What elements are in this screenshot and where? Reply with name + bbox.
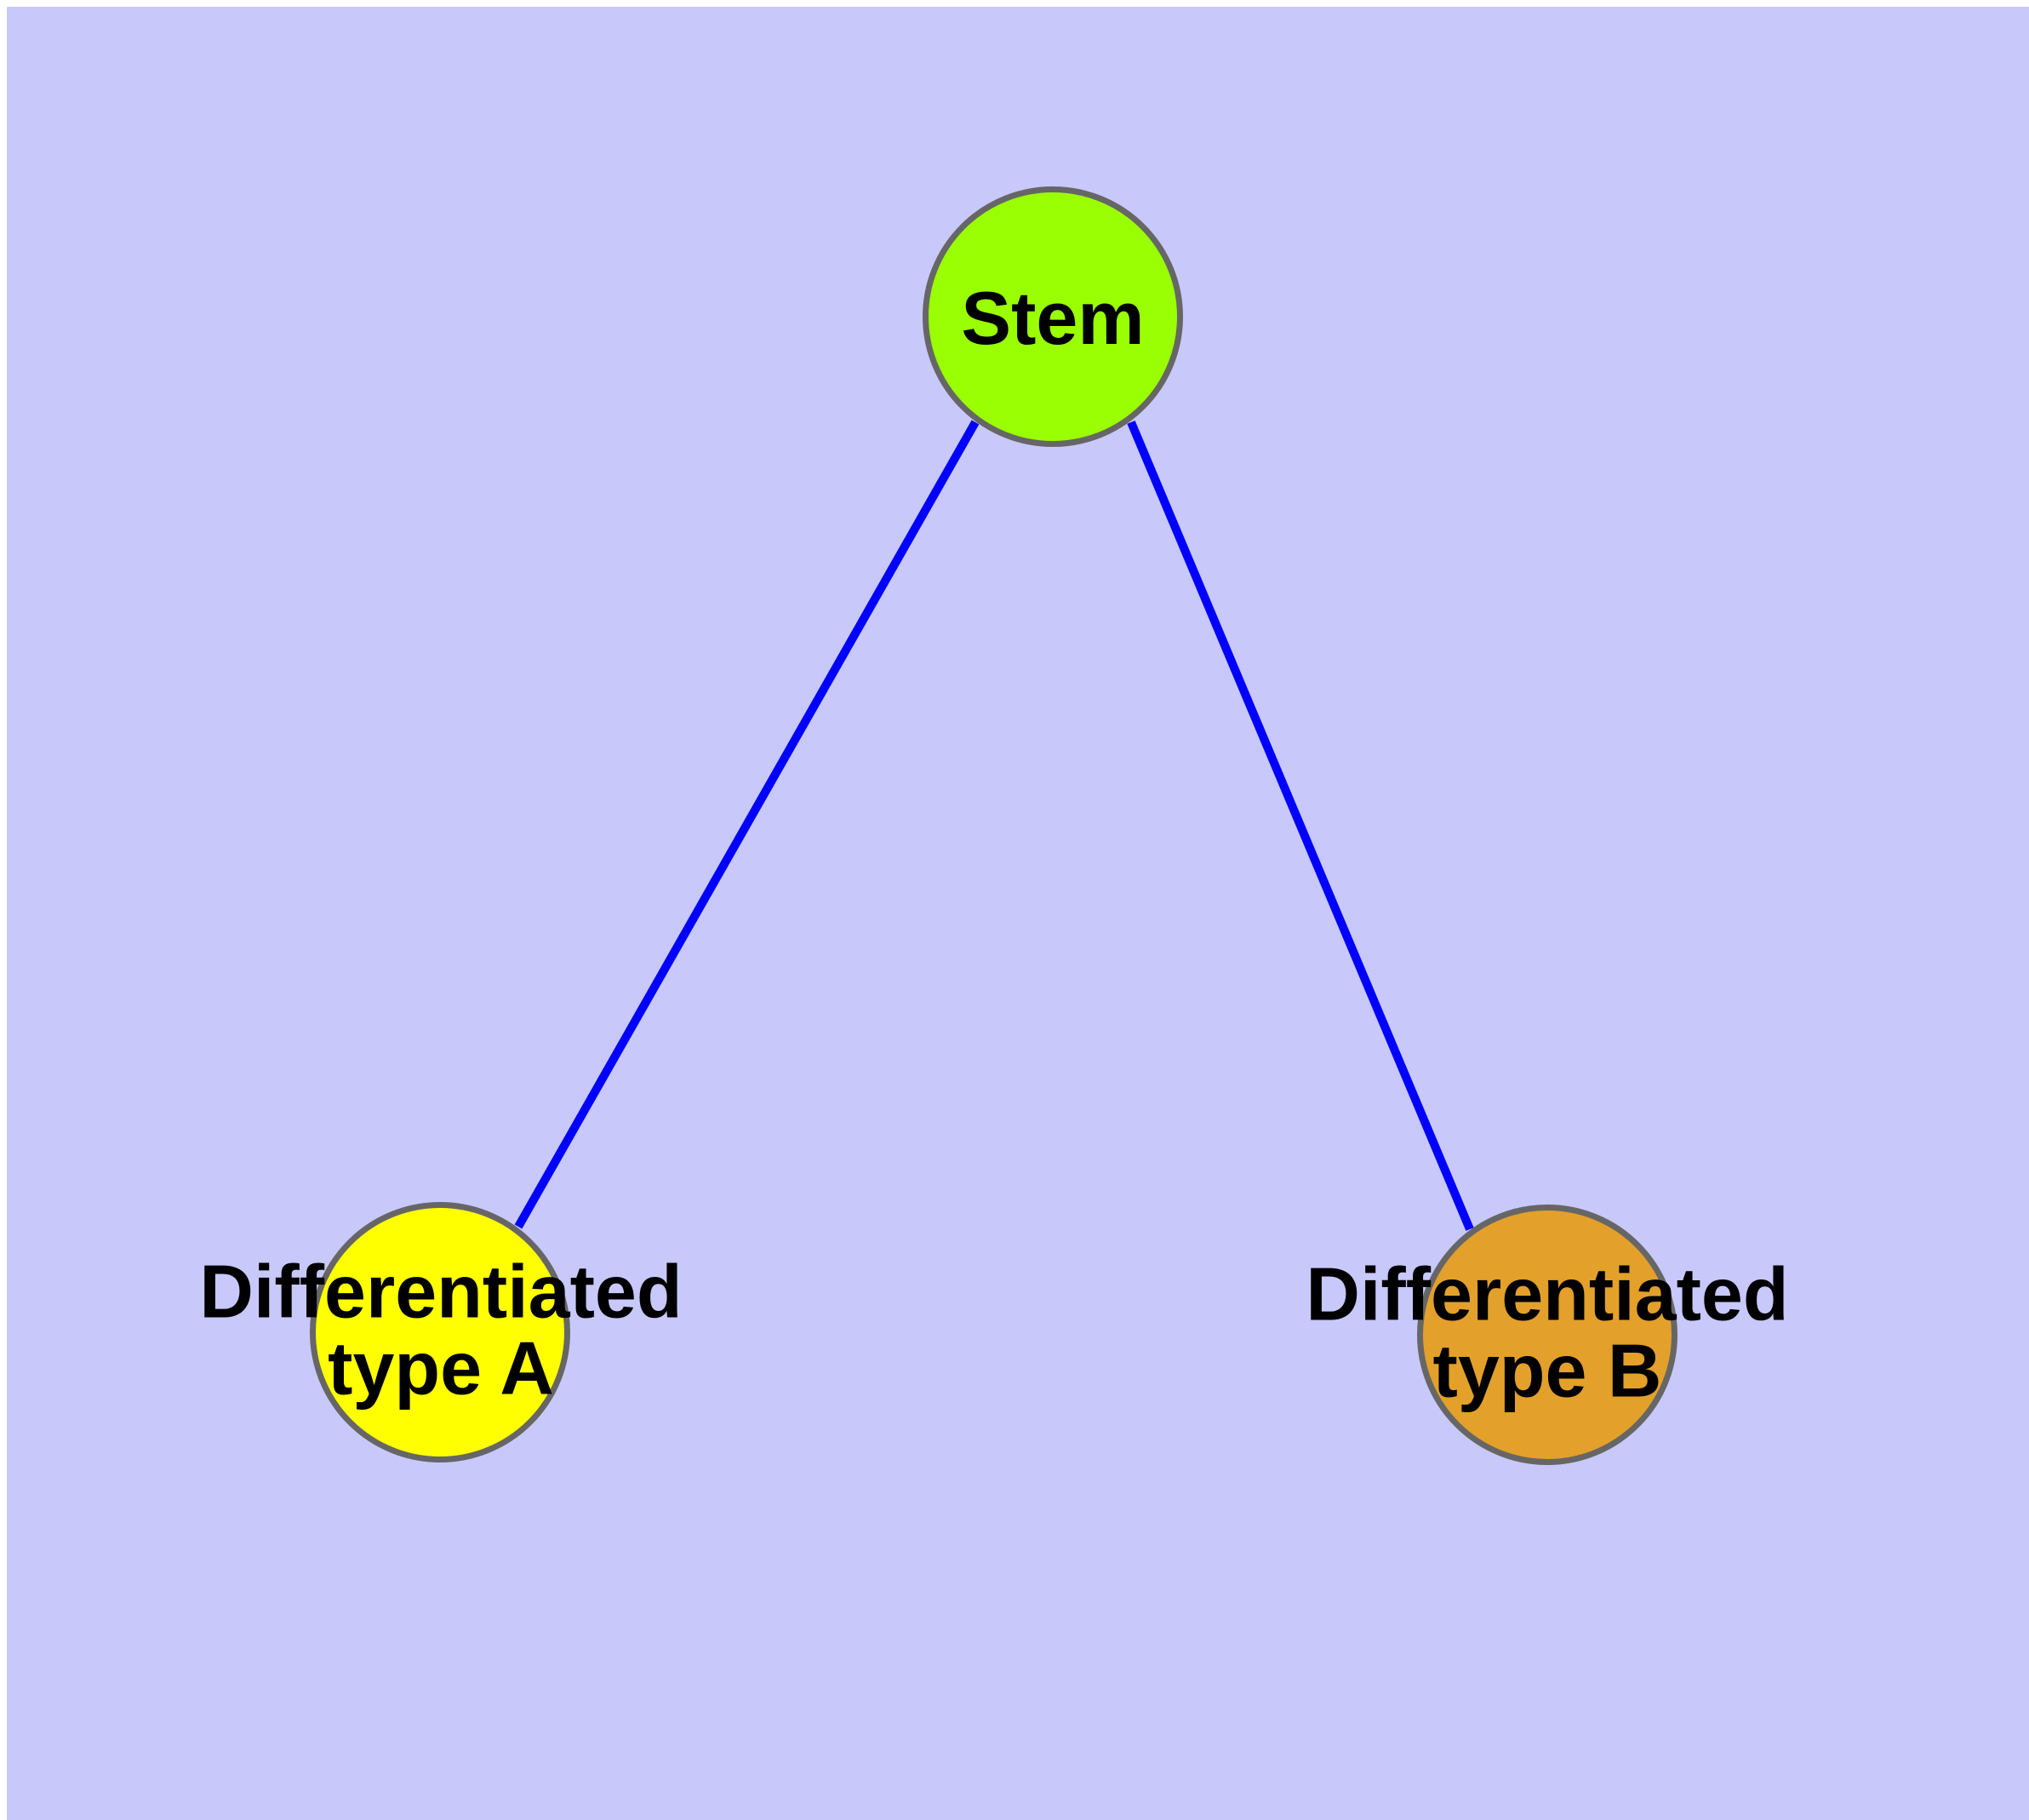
edge-stem-to-type-a — [514, 420, 980, 1229]
edge-stem-to-type-b — [1127, 421, 1474, 1231]
node-differentiated-type-a[interactable] — [310, 1202, 570, 1462]
node-differentiated-type-b[interactable] — [1417, 1205, 1677, 1465]
node-stem[interactable] — [923, 186, 1183, 447]
